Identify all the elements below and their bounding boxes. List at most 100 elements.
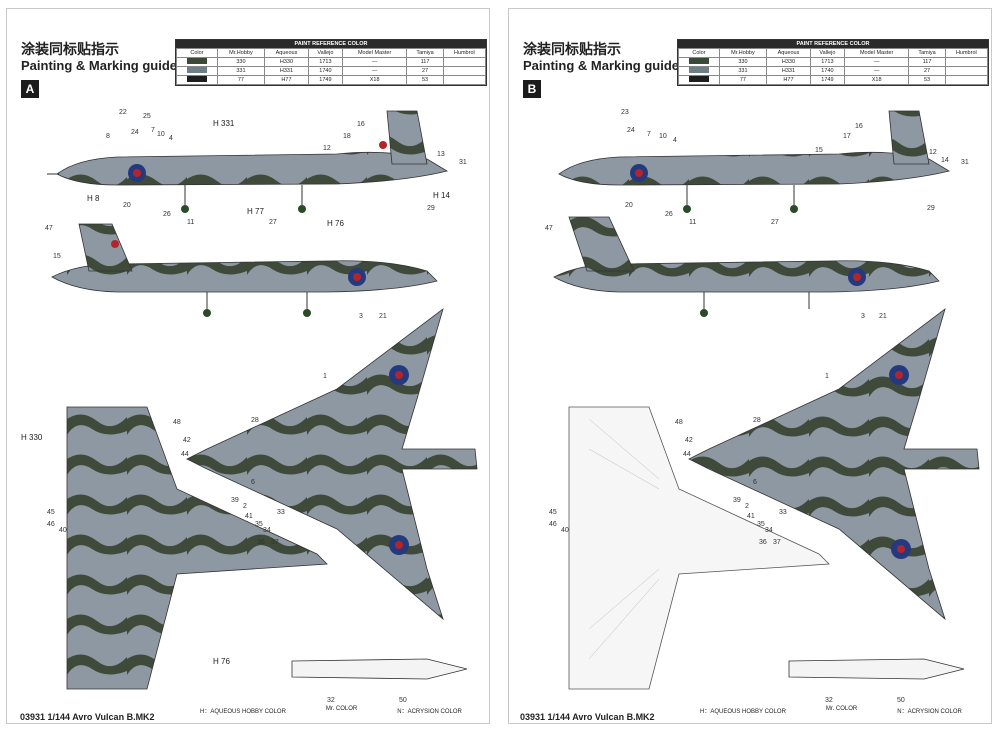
- callout-number: 20: [123, 202, 131, 209]
- top-view: [688, 307, 980, 621]
- bottom-view: [568, 406, 830, 690]
- missile-view: [788, 658, 965, 680]
- table-row: 77 H77 1749 X18 53: [176, 75, 487, 85]
- callout-number: 28: [251, 417, 259, 424]
- page-title-cn: 涂装同标贴指示: [21, 41, 119, 57]
- paint-code-label: H 76: [327, 219, 344, 228]
- color-swatch: [688, 58, 709, 64]
- callout-number: 32: [327, 697, 335, 704]
- page-title-en: Painting & Marking guide: [523, 58, 680, 73]
- callout-number: 10: [157, 131, 165, 138]
- callout-number: 25: [143, 113, 151, 120]
- callout-number: 15: [53, 253, 61, 260]
- top-view: [186, 307, 478, 621]
- callout-number: 2: [243, 503, 247, 510]
- callout-number: 36: [257, 539, 265, 546]
- callout-number: 42: [685, 437, 693, 444]
- callout-number: 18: [343, 133, 351, 140]
- page-footer-right: 03931 1/144 Avro Vulcan B.MK2: [520, 712, 655, 722]
- callout-number: 48: [675, 419, 683, 426]
- callout-number: 1: [323, 373, 327, 380]
- callout-number: 16: [357, 121, 365, 128]
- callout-number: 12: [929, 149, 937, 156]
- scheme-badge: B: [523, 80, 541, 98]
- callout-number: 31: [459, 159, 467, 166]
- aircraft-drawings-b: [553, 110, 980, 690]
- instruction-page-a: 涂装同标贴指示 Painting & Marking guide A PAINT…: [6, 8, 490, 724]
- callout-number: 3: [861, 313, 865, 320]
- side-view-top: [47, 110, 449, 213]
- callout-number: 44: [181, 451, 189, 458]
- page-title-cn: 涂装同标贴指示: [523, 41, 621, 57]
- color-swatch: [186, 76, 207, 82]
- callout-number: 33: [779, 509, 787, 516]
- callout-number: 50: [399, 697, 407, 704]
- instruction-page-b: 涂装同标贴指示 Painting & Marking guide B PAINT…: [508, 8, 992, 724]
- scheme-badge: A: [21, 80, 39, 98]
- callout-number: 37: [271, 539, 279, 546]
- page-footer-left: 03931 1/144 Avro Vulcan B.MK2: [20, 712, 155, 722]
- paint-code-label: H 330: [21, 433, 43, 442]
- callout-number: 17: [843, 133, 851, 140]
- callout-number: 26: [665, 211, 673, 218]
- callout-number: 21: [879, 313, 887, 320]
- callout-number: 6: [753, 479, 757, 486]
- callout-number: 32: [825, 697, 833, 704]
- callout-number: 23: [621, 109, 629, 116]
- callout-number: 36: [759, 539, 767, 546]
- paint-code-label: H 76: [213, 657, 230, 666]
- callout-number: 28: [753, 417, 761, 424]
- callout-number: 29: [427, 205, 435, 212]
- callout-number: 40: [59, 527, 67, 534]
- callout-number: 35: [255, 521, 263, 528]
- callout-number: 46: [549, 521, 557, 528]
- color-swatch: [688, 76, 709, 82]
- callout-number: 6: [251, 479, 255, 486]
- color-legend-left: H：AQUEOUS HOBBY COLOR Mr. COLOR N：ACRYSI…: [200, 706, 462, 715]
- paint-reference-table: PAINT REFERENCE COLOR Color Mr.Hobby Aqu…: [677, 39, 989, 86]
- callout-number: 34: [765, 527, 773, 534]
- callout-number: 13: [437, 151, 445, 158]
- callout-number: 22: [119, 109, 127, 116]
- color-legend-right: H：AQUEOUS HOBBY COLOR Mr. COLOR N：ACRYSI…: [700, 706, 962, 715]
- callout-number: 16: [855, 123, 863, 130]
- callout-number: 27: [269, 219, 277, 226]
- callout-number: 15: [815, 147, 823, 154]
- callout-number: 44: [683, 451, 691, 458]
- callout-number: 39: [231, 497, 239, 504]
- paint-code-label: H 77: [247, 207, 264, 216]
- callout-number: 7: [151, 127, 155, 134]
- side-view-bottom: [51, 223, 438, 317]
- callout-number: 4: [673, 137, 677, 144]
- callout-number: 31: [961, 159, 969, 166]
- paint-code-label: H 331: [213, 119, 235, 128]
- side-view-bottom: [553, 216, 940, 317]
- color-swatch: [688, 67, 709, 73]
- callout-number: 47: [45, 225, 53, 232]
- callout-number: 27: [771, 219, 779, 226]
- callout-number: 3: [359, 313, 363, 320]
- paint-reference-header: PAINT REFERENCE COLOR: [678, 40, 988, 48]
- missile-view: [291, 658, 468, 680]
- callout-number: 29: [927, 205, 935, 212]
- callout-number: 47: [545, 225, 553, 232]
- color-swatch: [186, 67, 207, 73]
- paint-code-label: H 14: [433, 191, 450, 200]
- callout-number: 14: [941, 157, 949, 164]
- callout-number: 24: [627, 127, 635, 134]
- aircraft-drawings-a: [47, 110, 478, 690]
- callout-number: 26: [163, 211, 171, 218]
- paint-reference-table: PAINT REFERENCE COLOR Color Mr.Hobby Aqu…: [175, 39, 487, 86]
- callout-number: 1: [825, 373, 829, 380]
- callout-number: 33: [277, 509, 285, 516]
- callout-number: 40: [561, 527, 569, 534]
- callout-number: 45: [549, 509, 557, 516]
- callout-number: 4: [169, 135, 173, 142]
- callout-number: 34: [263, 527, 271, 534]
- callout-number: 20: [625, 202, 633, 209]
- paint-code-label: H 8: [87, 194, 100, 203]
- callout-number: 37: [773, 539, 781, 546]
- page-title-en: Painting & Marking guide: [21, 58, 178, 73]
- callout-number: 10: [659, 133, 667, 140]
